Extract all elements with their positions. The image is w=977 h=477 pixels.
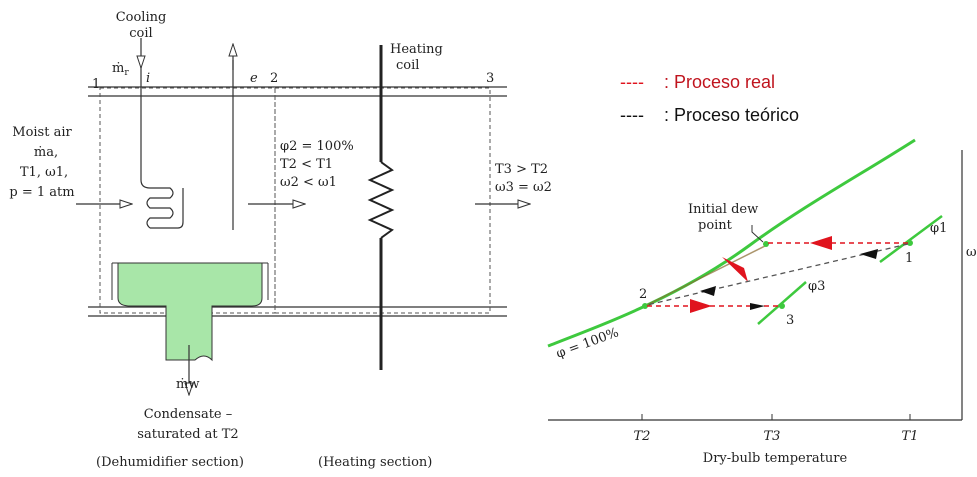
inlet-label-line1: Moist air bbox=[12, 125, 72, 140]
x-axis-label: Dry-bulb temperature bbox=[703, 451, 848, 466]
state-point-2 bbox=[642, 303, 648, 309]
schematic: Cooling coil ṁr i e 1 2 3 Heating coil M… bbox=[9, 10, 552, 470]
theoretical-heating-arrowhead bbox=[750, 303, 765, 310]
state3-label-line1: T3 > T2 bbox=[495, 162, 548, 177]
dehumidifier-control-volume bbox=[99, 87, 276, 314]
state-3-label: 3 bbox=[486, 71, 494, 86]
dew-point-label-line2: point bbox=[698, 218, 733, 233]
state-1-point-label: 1 bbox=[905, 251, 913, 266]
phi1-line bbox=[879, 214, 943, 264]
x-tick-t1: T1 bbox=[902, 429, 919, 444]
dew-segment bbox=[644, 245, 766, 307]
real-condensing-arrowhead bbox=[722, 257, 748, 282]
theoretical-arrowhead-lower bbox=[700, 286, 716, 296]
heating-coil-label-line1: Heating bbox=[390, 42, 443, 57]
dew-point-leader bbox=[751, 225, 764, 243]
heating-resistor bbox=[367, 161, 395, 239]
legend-real-dashes: ---- bbox=[620, 72, 644, 92]
coolant-flow-label: ṁr bbox=[112, 61, 129, 78]
heating-coil-label-line2: coil bbox=[396, 58, 419, 73]
coil-inlet-label: i bbox=[146, 71, 150, 86]
state2-label-line3: ω2 < ω1 bbox=[280, 175, 337, 190]
real-heating-arrowhead bbox=[690, 299, 712, 313]
inlet-label-line4: p = 1 atm bbox=[9, 185, 74, 200]
y-axis-symbol: ω bbox=[966, 245, 977, 260]
phi1-label: φ1 bbox=[930, 221, 947, 236]
legend-theoretical-dashes: ---- bbox=[620, 105, 644, 125]
state-point-3 bbox=[779, 303, 785, 309]
state-2-label: 2 bbox=[270, 71, 278, 86]
inlet-label-line3: T1, ω1, bbox=[20, 165, 68, 180]
dew-point-label-line1: Initial dew bbox=[688, 202, 758, 217]
coil-return-bend bbox=[150, 188, 184, 229]
state-1-label: 1 bbox=[92, 77, 100, 92]
phi3-label: φ3 bbox=[808, 279, 825, 294]
x-tick-t2: T2 bbox=[634, 429, 651, 444]
condensate-flow-label: ṁw bbox=[176, 377, 199, 392]
cooling-coil-label-line1: Cooling bbox=[116, 10, 167, 25]
state-3-point-label: 3 bbox=[786, 313, 794, 328]
real-cooling-arrowhead bbox=[810, 236, 832, 250]
legend-real-label: : Proceso real bbox=[664, 72, 775, 92]
state2-label-line1: φ2 = 100% bbox=[280, 139, 354, 154]
cooling-coil-serpentine bbox=[140, 179, 174, 229]
dehumidifier-section-label: (Dehumidifier section) bbox=[96, 455, 244, 470]
state2-label-line2: T2 < T1 bbox=[280, 157, 333, 172]
saturation-curve bbox=[547, 138, 916, 348]
heating-section-label: (Heating section) bbox=[318, 455, 432, 470]
condensate-label-line2: saturated at T2 bbox=[137, 427, 238, 442]
state3-label-line2: ω3 = ω2 bbox=[495, 180, 552, 195]
condensate-label-line1: Condensate – bbox=[144, 407, 233, 422]
condensate-tray bbox=[117, 262, 263, 362]
state-2-point-label: 2 bbox=[639, 287, 647, 302]
legend: ---- : Proceso real ---- : Proceso teóri… bbox=[620, 72, 799, 125]
x-tick-t3: T3 bbox=[764, 429, 781, 444]
coil-outlet-label: e bbox=[250, 71, 258, 86]
inlet-label-line2: ṁa, bbox=[34, 145, 58, 160]
psychrometric-chart: Initial dew point φ1 φ3 1 2 3 ω φ = 100%… bbox=[547, 138, 977, 466]
state-point-1 bbox=[907, 240, 913, 246]
legend-theoretical-label: : Proceso teórico bbox=[664, 105, 799, 125]
dew-point-marker bbox=[763, 241, 769, 247]
theoretical-arrowhead-upper bbox=[860, 249, 878, 259]
cooling-coil-label-line2: coil bbox=[129, 26, 152, 41]
